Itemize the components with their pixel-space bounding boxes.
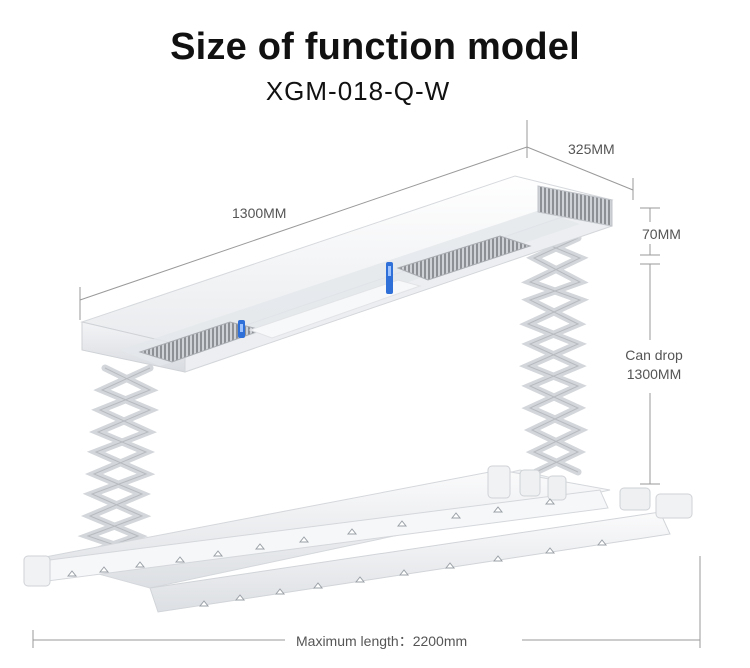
head-unit	[80, 175, 614, 373]
width-dimension-label: 325MM	[568, 141, 615, 157]
uv-light-right	[386, 262, 393, 294]
drop-label-line2: 1300MM	[626, 366, 682, 382]
drop-dimension-label: Can drop 1300MM	[606, 346, 702, 384]
product-title: Size of function model	[170, 26, 580, 68]
grille-right	[396, 235, 532, 281]
drop-label-line1: Can drop	[625, 347, 683, 363]
max-length-label: Maximum length：2200mm	[296, 633, 468, 649]
drying-rack	[23, 465, 693, 613]
hanger-holes	[66, 498, 556, 577]
length-dimension-label: 1300MM	[232, 205, 287, 221]
height-dimension-label: 70MM	[642, 226, 681, 242]
model-number: XGM-018-Q-W	[265, 76, 451, 106]
dimension-lines	[32, 120, 701, 648]
